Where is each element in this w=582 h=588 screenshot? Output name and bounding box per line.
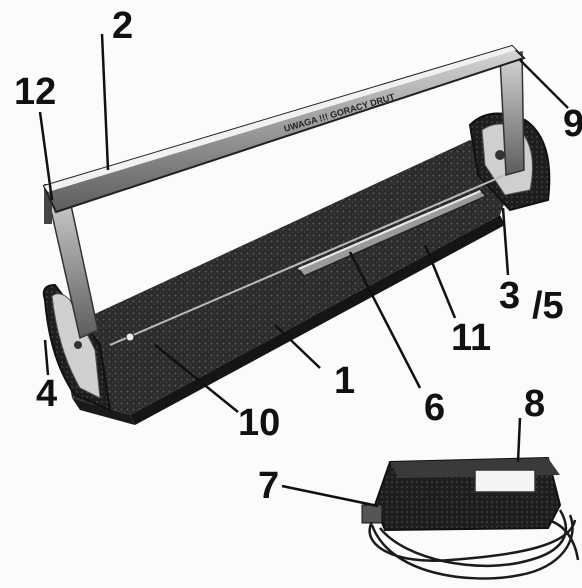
base-board bbox=[60, 140, 520, 425]
left-end-plate bbox=[42, 283, 112, 412]
label-1: 1 bbox=[334, 360, 355, 402]
label-7: 7 bbox=[258, 465, 279, 507]
guide-rail bbox=[296, 189, 488, 277]
label-4: 4 bbox=[36, 373, 57, 415]
wire-anchor bbox=[125, 332, 135, 342]
number-labels: 2 12 9 3 /5 11 1 6 10 4 8 7 bbox=[14, 5, 582, 507]
label-3: 3 bbox=[499, 275, 520, 317]
heating-wire bbox=[109, 174, 506, 346]
label-9: 9 bbox=[563, 103, 582, 145]
label-2: 2 bbox=[112, 5, 133, 47]
label-12: 12 bbox=[14, 71, 56, 113]
label-6: 6 bbox=[424, 387, 445, 429]
leader-lines bbox=[38, 33, 569, 508]
label-8: 8 bbox=[524, 383, 545, 425]
power-supply bbox=[361, 456, 562, 532]
power-cables bbox=[368, 509, 580, 580]
label-5: /5 bbox=[532, 285, 564, 327]
label-10: 10 bbox=[238, 402, 280, 444]
label-11: 11 bbox=[451, 317, 491, 359]
